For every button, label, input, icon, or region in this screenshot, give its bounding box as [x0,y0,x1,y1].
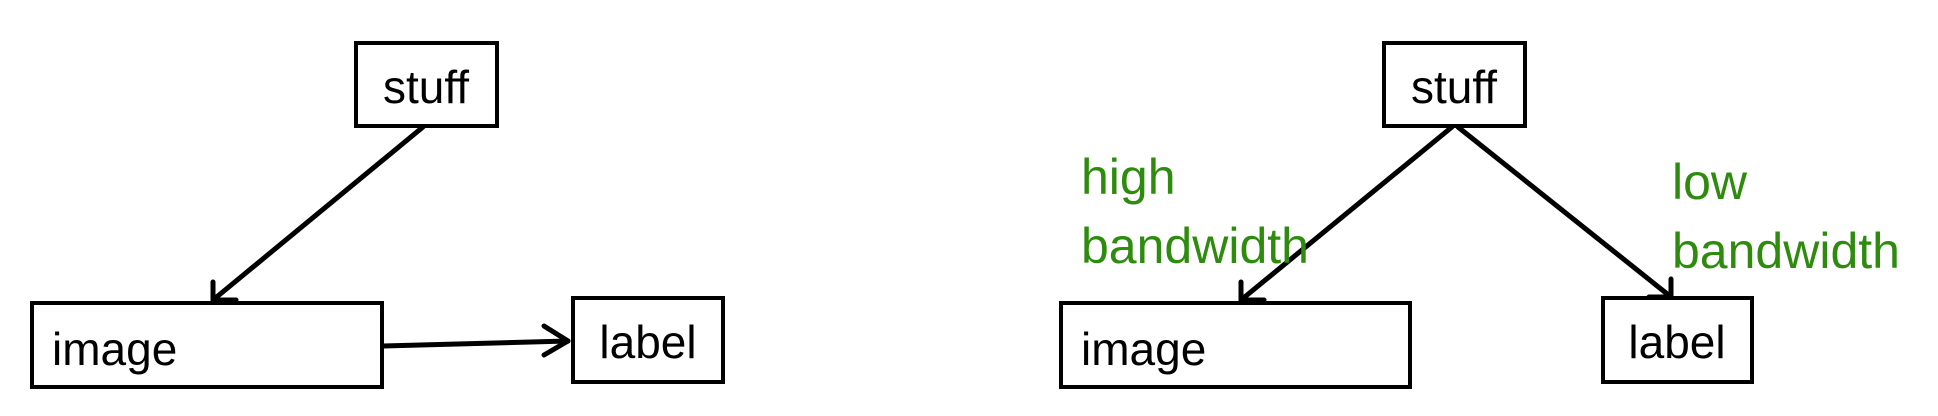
annotation-high-bandwidth: high bandwidth [1081,149,1309,274]
left-node-stuff-label: stuff [383,61,469,113]
annotation-low-bandwidth: low bandwidth [1672,154,1900,279]
right-edge-stuff-to-label [1455,124,1674,300]
annotation-low-line2: bandwidth [1672,223,1900,279]
left-node-label: label [571,296,725,384]
annotation-high-line1: high [1081,149,1176,205]
right-node-stuff: stuff [1382,41,1527,128]
left-edge-image-to-label [380,323,571,358]
annotation-high-line2: bandwidth [1081,218,1309,274]
right-node-image-label: image [1081,323,1206,375]
left-node-stuff: stuff [354,41,499,128]
right-node-image: image [1059,301,1412,389]
left-node-label-label: label [599,316,696,368]
right-node-label: label [1601,296,1754,384]
left-diagram: stuff image label [30,41,725,389]
right-node-label-label: label [1628,316,1725,368]
right-edge-stuff-to-image [1238,124,1455,303]
left-node-image: image [30,301,384,389]
left-node-image-label: image [52,323,177,375]
right-node-stuff-label: stuff [1411,61,1497,113]
left-edge-stuff-to-image [210,124,426,303]
annotation-low-line1: low [1672,154,1748,210]
right-diagram: stuff image label high bandwidth low ban… [1059,41,1900,389]
